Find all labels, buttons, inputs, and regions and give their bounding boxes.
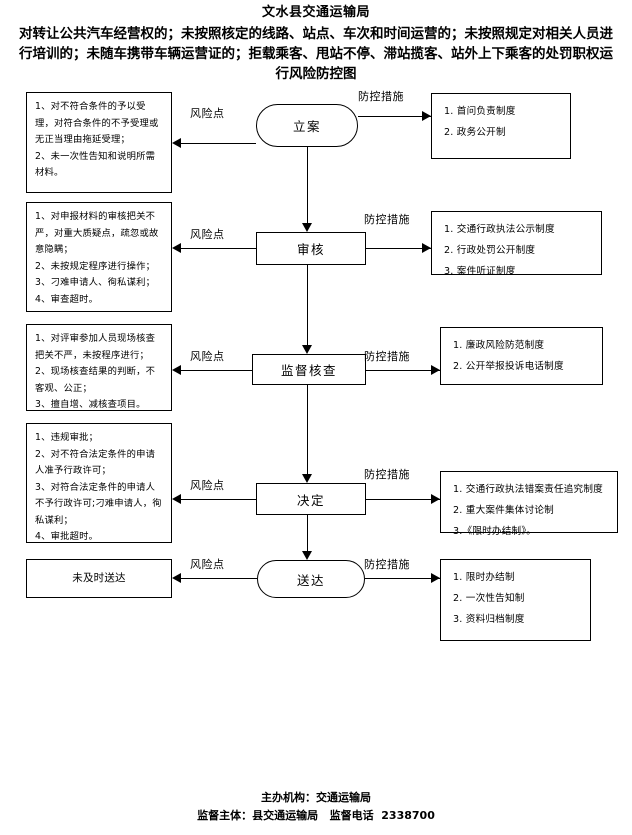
measure-box-decision: 1. 交通行政执法错案责任追究制度 2. 重大案件集体讨论制 3.《限时办结制》… bbox=[440, 471, 618, 537]
page-footer: 主办机构：交通运输局 监督主体：县交通运输局 监督电话 2338700 bbox=[0, 789, 632, 825]
label-control-measure-filing: 防控措施 bbox=[358, 90, 404, 103]
connector-supervision-to-decision-arrow-icon bbox=[302, 474, 312, 483]
connector-filing-risk-arrow-icon bbox=[172, 138, 181, 148]
measure-item: 2. 公开举报投诉电话制度 bbox=[453, 361, 564, 372]
page-header: 文水县交通运输局 对转让公共汽车经营权的；未按照核定的线路、站点、车次和时间运营… bbox=[0, 0, 632, 84]
risk-box-delivery: 未及时送达 bbox=[26, 559, 172, 598]
label-control-measure-decision: 防控措施 bbox=[364, 468, 410, 481]
label-risk-point-supervision: 风险点 bbox=[190, 350, 225, 363]
measure-box-delivery: 1. 限时办结制 2. 一次性告知制 3. 资料归档制度 bbox=[440, 559, 591, 641]
connector-filing-risk-line bbox=[181, 143, 256, 144]
connector-supervision-measure-arrow-icon bbox=[431, 365, 440, 375]
label-risk-point-decision: 风险点 bbox=[190, 479, 225, 492]
connector-review-to-supervision-arrow-icon bbox=[302, 345, 312, 354]
node-review-label: 审核 bbox=[296, 242, 325, 257]
connector-filing-to-review-arrow-icon bbox=[302, 223, 312, 232]
connector-review-risk-line bbox=[181, 248, 256, 249]
measure-item: 1. 首问负责制度 bbox=[444, 106, 516, 117]
connector-filing-measure-line bbox=[358, 116, 431, 117]
measure-box-filing: 1. 首问负责制度 2. 政务公开制 bbox=[431, 93, 571, 159]
label-control-measure-supervision: 防控措施 bbox=[364, 350, 410, 363]
node-decision[interactable]: 决定 bbox=[256, 483, 366, 515]
measure-item: 1. 廉政风险防范制度 bbox=[453, 340, 545, 351]
node-filing-label: 立案 bbox=[292, 119, 321, 134]
risk-box-supervision: 1、对评审参加人员现场核查把关不严，未按程序进行； 2、现场核查结果的判断，不客… bbox=[26, 324, 172, 411]
connector-decision-measure-arrow-icon bbox=[431, 494, 440, 504]
connector-filing-measure-arrow-icon bbox=[422, 111, 431, 121]
measure-item: 1. 限时办结制 bbox=[453, 572, 515, 583]
measure-box-review: 1. 交通行政执法公示制度 2. 行政处罚公开制度 3. 案件听证制度 bbox=[431, 211, 602, 277]
label-control-measure-review: 防控措施 bbox=[364, 213, 410, 226]
connector-decision-risk-arrow-icon bbox=[172, 494, 181, 504]
connector-supervision-risk-line bbox=[181, 370, 252, 371]
node-review[interactable]: 审核 bbox=[256, 232, 366, 265]
footer-organizer: 主办机构：交通运输局 bbox=[261, 791, 371, 804]
risk-box-decision: 1、违规审批； 2、对不符合法定条件的申请人准予行政许可； 3、对符合法定条件的… bbox=[26, 423, 172, 543]
measure-item: 3. 资料归档制度 bbox=[453, 614, 525, 625]
label-risk-point-review: 风险点 bbox=[190, 228, 225, 241]
measure-item: 1. 交通行政执法错案责任追究制度 bbox=[453, 484, 603, 495]
node-delivery-label: 送达 bbox=[296, 572, 325, 588]
measure-item: 2. 重大案件集体讨论制 bbox=[453, 505, 554, 516]
connector-review-to-supervision-line bbox=[307, 265, 308, 345]
connector-delivery-measure-line bbox=[365, 578, 440, 579]
node-supervision-label: 监督核查 bbox=[280, 363, 337, 378]
node-decision-label: 决定 bbox=[296, 492, 325, 508]
connector-decision-risk-line bbox=[181, 499, 256, 500]
connector-review-measure-arrow-icon bbox=[422, 243, 431, 253]
connector-review-risk-arrow-icon bbox=[172, 243, 181, 253]
measure-item: 3.《限时办结制》。 bbox=[453, 526, 537, 537]
label-control-measure-delivery: 防控措施 bbox=[364, 558, 410, 571]
organization-title: 文水县交通运输局 bbox=[261, 5, 370, 20]
connector-decision-to-delivery-arrow-icon bbox=[302, 551, 312, 560]
footer-supervisor: 监督主体：县交通运输局 监督电话 2338700 bbox=[197, 809, 435, 822]
connector-delivery-measure-arrow-icon bbox=[431, 573, 440, 583]
measure-item: 2. 行政处罚公开制度 bbox=[444, 245, 536, 256]
label-risk-point-filing: 风险点 bbox=[190, 107, 225, 120]
connector-decision-measure-line bbox=[366, 499, 440, 500]
connector-delivery-risk-line bbox=[181, 578, 257, 579]
measure-box-supervision: 1. 廉政风险防范制度 2. 公开举报投诉电话制度 bbox=[440, 327, 603, 385]
connector-delivery-risk-arrow-icon bbox=[172, 573, 181, 583]
connector-review-measure-line bbox=[366, 248, 431, 249]
risk-box-review: 1、对申报材料的审核把关不严，对重大质疑点，疏忽或故意隐瞒； 2、未按规定程序进… bbox=[26, 202, 172, 312]
measure-item: 3. 案件听证制度 bbox=[444, 266, 516, 277]
node-delivery[interactable]: 送达 bbox=[257, 560, 365, 598]
connector-decision-to-delivery-line bbox=[307, 515, 308, 551]
connector-supervision-measure-line bbox=[366, 370, 440, 371]
risk-box-filing: 1、对不符合条件的予以受理，对符合条件的不予受理或无正当理由拖延受理； 2、未一… bbox=[26, 92, 172, 193]
measure-item: 1. 交通行政执法公示制度 bbox=[444, 224, 555, 235]
connector-supervision-risk-arrow-icon bbox=[172, 365, 181, 375]
label-risk-point-delivery: 风险点 bbox=[190, 558, 225, 571]
measure-item: 2. 一次性告知制 bbox=[453, 593, 525, 604]
connector-supervision-to-decision-line bbox=[307, 385, 308, 474]
measure-item: 2. 政务公开制 bbox=[444, 127, 506, 138]
page-title: 对转让公共汽车经营权的；未按照核定的线路、站点、车次和时间运营的；未按照规定对相… bbox=[19, 26, 613, 82]
node-filing[interactable]: 立案 bbox=[256, 104, 358, 147]
connector-filing-to-review-line bbox=[307, 147, 308, 223]
node-supervision[interactable]: 监督核查 bbox=[252, 354, 366, 385]
